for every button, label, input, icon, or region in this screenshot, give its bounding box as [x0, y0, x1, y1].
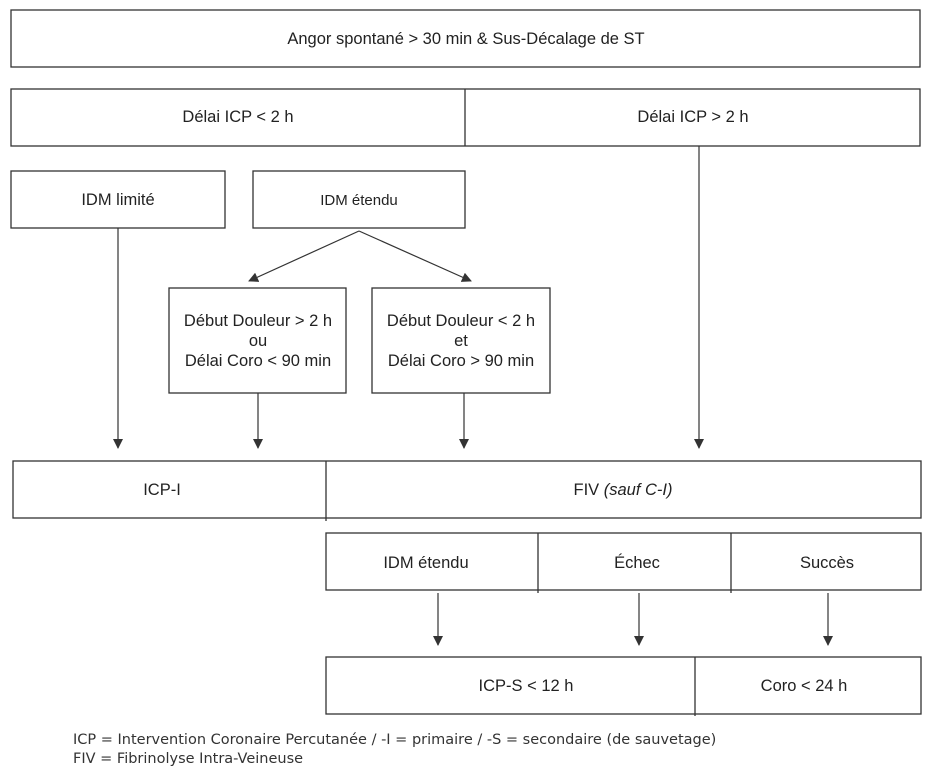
box-delai: Délai ICP < 2 h Délai ICP > 2 h: [10, 88, 921, 147]
label-fiv-main: FIV: [573, 481, 599, 499]
legend-fiv: FIV = Fibrinolyse Intra-Veineuse: [73, 751, 304, 767]
label-debut-lt-line1: Début Douleur < 2 h: [387, 312, 535, 330]
label-fiv: FIV (sauf C-I): [573, 481, 672, 499]
label-outcome-succes: Succès: [800, 554, 854, 572]
label-angor: Angor spontané > 30 min & Sus-Décalage d…: [287, 30, 644, 48]
label-outcome-idm-etendu: IDM étendu: [383, 554, 468, 572]
box-debut-douleur-lt: Début Douleur < 2 h et Délai Coro > 90 m…: [371, 287, 551, 394]
box-idm-etendu: IDM étendu: [252, 170, 466, 229]
box-final: ICP-S < 12 h Coro < 24 h: [325, 656, 922, 716]
label-debut-gt-line2: ou: [249, 332, 267, 350]
arrow-idm-etendu-to-debut-gt: [248, 230, 360, 282]
box-idm-limite: IDM limité: [10, 170, 226, 229]
label-delai-gt-2h: Délai ICP > 2 h: [637, 108, 748, 126]
label-debut-gt-line3: Délai Coro < 90 min: [185, 352, 331, 370]
legend: ICP = Intervention Coronaire Percutanée …: [73, 731, 716, 769]
label-icp-i: ICP-I: [143, 481, 181, 499]
label-debut-lt-line2: et: [454, 332, 468, 350]
arrow-idm-etendu-to-debut-lt: [358, 230, 472, 282]
label-fiv-note: (sauf C-I): [604, 481, 673, 499]
flowchart: Angor spontané > 30 min & Sus-Décalage d…: [10, 9, 922, 716]
label-debut-lt-line3: Délai Coro > 90 min: [388, 352, 534, 370]
label-idm-etendu: IDM étendu: [320, 192, 398, 209]
label-delai-lt-2h: Délai ICP < 2 h: [182, 108, 293, 126]
box-angor: Angor spontané > 30 min & Sus-Décalage d…: [10, 9, 921, 68]
label-coro: Coro < 24 h: [761, 677, 848, 695]
label-icp-s: ICP-S < 12 h: [479, 677, 574, 695]
label-debut-gt-line1: Début Douleur > 2 h: [184, 312, 332, 330]
box-treatment: ICP-I FIV (sauf C-I): [12, 460, 922, 521]
box-debut-douleur-gt: Début Douleur > 2 h ou Délai Coro < 90 m…: [168, 287, 347, 394]
box-outcomes: IDM étendu Échec Succès: [325, 532, 922, 593]
label-idm-limite: IDM limité: [81, 191, 154, 209]
label-outcome-echec: Échec: [614, 553, 660, 572]
legend-icp: ICP = Intervention Coronaire Percutanée …: [73, 732, 717, 748]
